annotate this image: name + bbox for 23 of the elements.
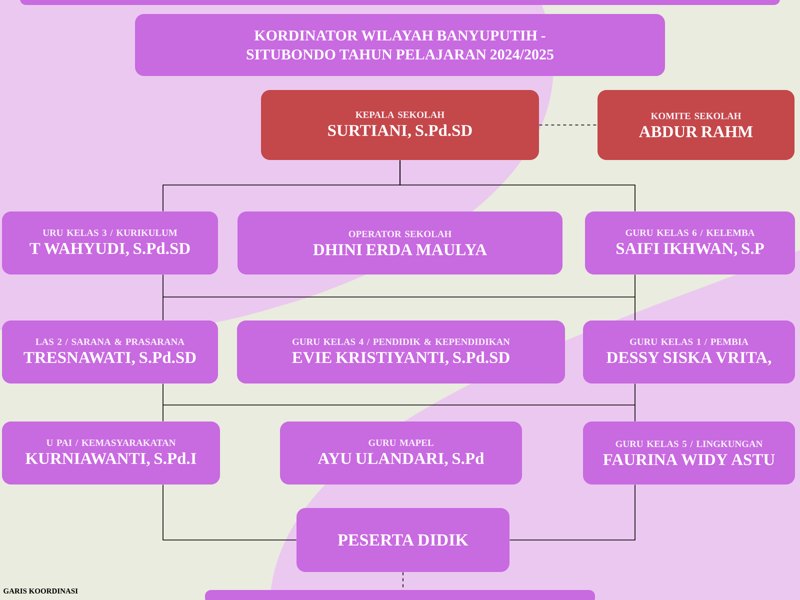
student-box: PESERTA DIDIK bbox=[296, 508, 510, 572]
role-box: OPERATOR SEKOLAH DHINI ERDA MAULYA bbox=[238, 212, 562, 274]
role-box: U PAI / KEMASYARAKATAN KURNIAWANTI, S.Pd.I bbox=[2, 422, 220, 484]
role-box: KEPALA SEKOLAH SURTIANI, S.Pd.SD bbox=[261, 90, 539, 160]
role-box: GURU KELAS 4 / PENDIDIK & KEPENDIDIKAN EVIE KRISTIYANTI, S.Pd.SD bbox=[237, 320, 565, 384]
title-box: KORDINATOR WILAYAH BANYUPUTIH - SITUBONDO TAHUN PELAJARAN 2024/2025 bbox=[135, 14, 665, 76]
role-box: GURU KELAS 1 / PEMBIA DESSY SISKA VRITA, bbox=[583, 320, 795, 384]
header-bar bbox=[20, 0, 780, 5]
role-box: GURU KELAS 6 / KELEMBA SAIFI IKHWAN, S.P bbox=[585, 212, 795, 274]
role-box: LAS 2 / SARANA & PRASARANA TRESNAWATI, S.Pd.SD bbox=[2, 320, 218, 384]
role-box: GURU MAPEL AYU ULANDARI, S.Pd bbox=[280, 422, 522, 484]
connector-line bbox=[162, 383, 164, 422]
dashed-connector bbox=[538, 124, 598, 126]
role-box: URU KELAS 3 / KURIKULUM T WAHYUDI, S.Pd.SD bbox=[2, 212, 218, 274]
connector-line bbox=[634, 383, 636, 422]
connector-line bbox=[509, 484, 636, 540]
connector-line bbox=[162, 484, 297, 540]
connector-line bbox=[400, 160, 636, 212]
footer-box bbox=[205, 590, 595, 600]
role-box: GURU KELAS 5 / LINGKUNGAN FAURINA WIDY ASTU bbox=[583, 422, 795, 484]
role-box: KOMITE SEKOLAH ABDUR RAHM bbox=[598, 90, 794, 160]
connector-line bbox=[634, 274, 636, 321]
connector-line bbox=[162, 274, 164, 321]
